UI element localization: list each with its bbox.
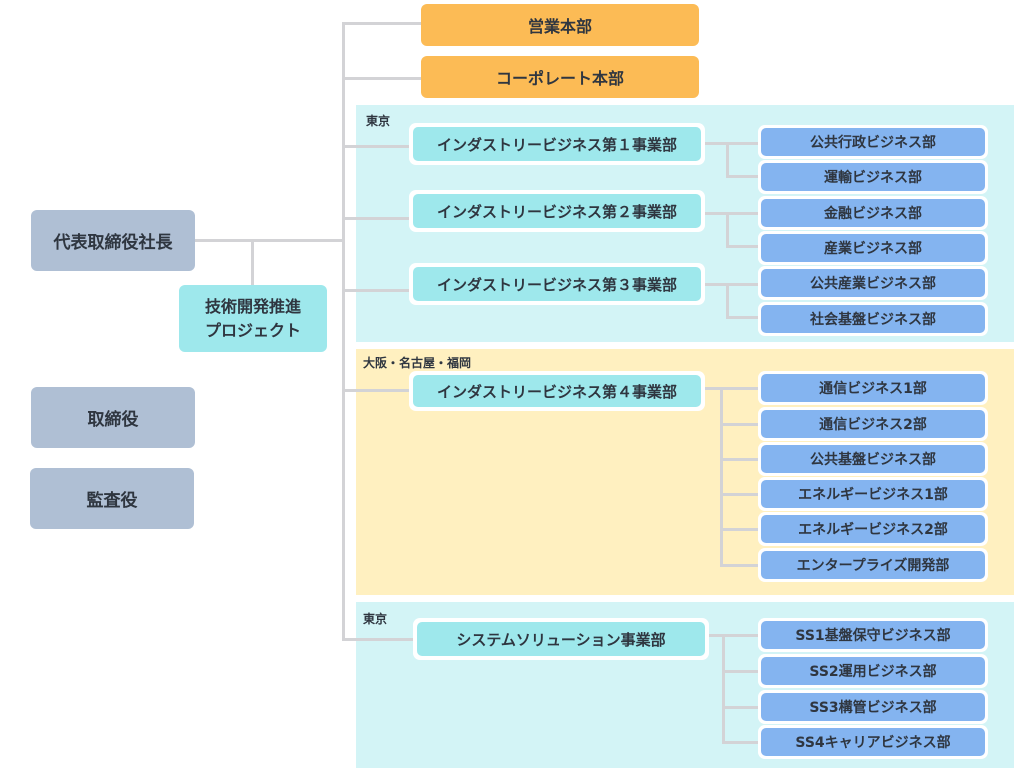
connector-project bbox=[251, 239, 254, 286]
department-box[interactable]: SS1基盤保守ビジネス部 bbox=[758, 618, 988, 652]
connector-dept bbox=[726, 316, 762, 319]
department-label: 通信ビジネス2部 bbox=[761, 410, 985, 438]
division-box[interactable]: システムソリューション事業部 bbox=[413, 618, 709, 660]
region-label: 大阪・名古屋・福岡 bbox=[363, 356, 472, 370]
connector-dept bbox=[720, 387, 723, 567]
connector-dept bbox=[704, 283, 762, 286]
division-label: インダストリービジネス第４事業部 bbox=[413, 375, 701, 407]
connector-dept bbox=[722, 634, 725, 743]
connector-dept bbox=[704, 212, 762, 215]
president-label: 代表取締役社長 bbox=[53, 233, 173, 253]
auditors-box[interactable]: 監査役 bbox=[30, 468, 194, 529]
connector-dept bbox=[722, 741, 762, 744]
division-box[interactable]: インダストリービジネス第４事業部 bbox=[409, 371, 705, 411]
connector-branch bbox=[342, 389, 412, 392]
connector-branch bbox=[342, 145, 412, 148]
division-box[interactable]: インダストリービジネス第２事業部 bbox=[409, 190, 705, 232]
department-box[interactable]: 社会基盤ビジネス部 bbox=[758, 302, 988, 336]
project-label-line1: 技術開発推進 bbox=[204, 296, 301, 316]
region-label: 東京 bbox=[366, 114, 391, 128]
department-label: エネルギービジネス1部 bbox=[761, 480, 985, 508]
corporate-hq-label: コーポレート本部 bbox=[495, 69, 624, 88]
department-box[interactable]: 通信ビジネス1部 bbox=[758, 371, 988, 405]
department-box[interactable]: 金融ビジネス部 bbox=[758, 196, 988, 230]
connector-trunk bbox=[342, 22, 345, 641]
division-label: インダストリービジネス第２事業部 bbox=[413, 194, 701, 228]
region-label: 東京 bbox=[363, 612, 388, 626]
department-label: 社会基盤ビジネス部 bbox=[761, 305, 985, 333]
auditors-label: 監査役 bbox=[86, 491, 138, 511]
connector-branch bbox=[342, 22, 422, 25]
directors-label: 取締役 bbox=[87, 410, 139, 430]
department-box[interactable]: 産業ビジネス部 bbox=[758, 231, 988, 265]
connector-dept bbox=[704, 142, 762, 145]
connector-dept bbox=[722, 670, 762, 673]
connector-dept bbox=[726, 175, 762, 178]
department-label: 運輸ビジネス部 bbox=[761, 163, 985, 191]
corporate-hq-box[interactable]: コーポレート本部 bbox=[421, 56, 699, 98]
department-label: 金融ビジネス部 bbox=[761, 199, 985, 227]
department-label: エネルギービジネス2部 bbox=[761, 515, 985, 543]
division-label: インダストリービジネス第１事業部 bbox=[413, 127, 701, 161]
project-label-line2: プロジェクト bbox=[204, 320, 301, 340]
sales-hq-label: 営業本部 bbox=[527, 17, 592, 36]
department-box[interactable]: SS4キャリアビジネス部 bbox=[758, 725, 988, 759]
connector-branch bbox=[342, 289, 412, 292]
project-box[interactable]: 技術開発推進 プロジェクト bbox=[179, 285, 327, 352]
directors-box[interactable]: 取締役 bbox=[31, 387, 195, 448]
connector-dept bbox=[720, 528, 762, 531]
connector-dept bbox=[720, 458, 762, 461]
connector-dept bbox=[726, 283, 729, 319]
department-label: SS2運用ビジネス部 bbox=[761, 657, 985, 685]
department-box[interactable]: エンタープライズ開発部 bbox=[758, 548, 988, 582]
department-label: 通信ビジネス1部 bbox=[761, 374, 985, 402]
department-box[interactable]: 公共産業ビジネス部 bbox=[758, 266, 988, 300]
department-label: エンタープライズ開発部 bbox=[761, 551, 985, 579]
department-label: 産業ビジネス部 bbox=[761, 234, 985, 262]
department-box[interactable]: SS3構管ビジネス部 bbox=[758, 690, 988, 724]
division-box[interactable]: インダストリービジネス第１事業部 bbox=[409, 123, 705, 165]
department-label: SS3構管ビジネス部 bbox=[761, 693, 985, 721]
department-box[interactable]: 公共行政ビジネス部 bbox=[758, 125, 988, 159]
division-label: システムソリューション事業部 bbox=[417, 622, 705, 656]
president-box[interactable]: 代表取締役社長 bbox=[31, 210, 195, 271]
connector-branch bbox=[342, 217, 412, 220]
connector-dept bbox=[704, 387, 762, 390]
department-box[interactable]: 公共基盤ビジネス部 bbox=[758, 442, 988, 476]
division-label: インダストリービジネス第３事業部 bbox=[413, 267, 701, 301]
connector-dept bbox=[720, 423, 762, 426]
department-label: 公共産業ビジネス部 bbox=[761, 269, 985, 297]
connector-dept bbox=[726, 142, 729, 178]
sales-hq-box[interactable]: 営業本部 bbox=[421, 4, 699, 46]
division-box[interactable]: インダストリービジネス第３事業部 bbox=[409, 263, 705, 305]
connector-dept bbox=[708, 634, 762, 637]
connector-dept bbox=[726, 245, 762, 248]
connector-dept bbox=[722, 706, 762, 709]
connector-dept bbox=[720, 493, 762, 496]
connector-branch bbox=[342, 638, 416, 641]
department-box[interactable]: エネルギービジネス2部 bbox=[758, 512, 988, 546]
connector-president bbox=[195, 239, 344, 242]
department-box[interactable]: エネルギービジネス1部 bbox=[758, 477, 988, 511]
department-label: 公共基盤ビジネス部 bbox=[761, 445, 985, 473]
connector-dept bbox=[726, 212, 729, 248]
connector-branch bbox=[342, 77, 422, 80]
connector-dept bbox=[720, 564, 762, 567]
department-label: SS4キャリアビジネス部 bbox=[761, 728, 985, 756]
department-box[interactable]: 通信ビジネス2部 bbox=[758, 407, 988, 441]
department-label: SS1基盤保守ビジネス部 bbox=[761, 621, 985, 649]
department-box[interactable]: SS2運用ビジネス部 bbox=[758, 654, 988, 688]
department-box[interactable]: 運輸ビジネス部 bbox=[758, 160, 988, 194]
department-label: 公共行政ビジネス部 bbox=[761, 128, 985, 156]
